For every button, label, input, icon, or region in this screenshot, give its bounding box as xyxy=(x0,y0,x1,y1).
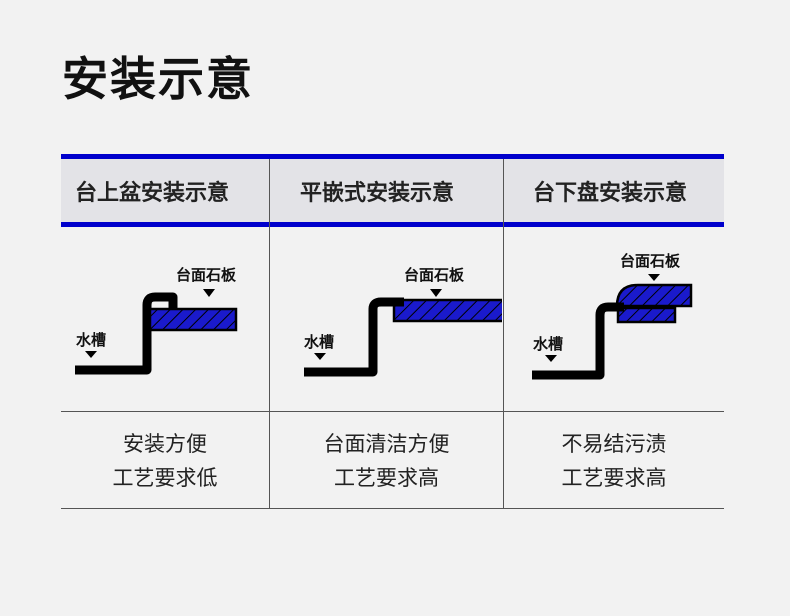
label-countertop: 台面石板 xyxy=(620,252,681,270)
desc-top-mount: 安装方便 工艺要求低 xyxy=(61,412,269,509)
sink-profile xyxy=(75,292,178,375)
arrow-countertop xyxy=(648,274,660,281)
table-bottom-line xyxy=(61,508,724,509)
countertop-stone xyxy=(148,307,238,332)
table-top-bar xyxy=(61,154,724,159)
label-sink: 水槽 xyxy=(76,331,106,349)
desc-line: 工艺要求高 xyxy=(561,465,667,490)
label-countertop: 台面石板 xyxy=(404,266,465,284)
desc-line: 不易结污渍 xyxy=(561,431,667,456)
sink-profile xyxy=(304,297,404,377)
table-header-bar xyxy=(61,222,724,227)
diagram-undermount: 台面石板 水槽 xyxy=(504,227,734,411)
header-undermount: 台下盘安装示意 xyxy=(533,180,688,206)
countertop-lower-layer xyxy=(616,306,677,324)
column-divider xyxy=(503,159,504,509)
countertop-stone xyxy=(615,283,693,308)
diagram-flush-mount: 台面石板 水槽 xyxy=(270,227,502,411)
desc-line: 工艺要求高 xyxy=(334,465,439,490)
diagram-top-mount: 台面石板 水槽 xyxy=(61,227,291,411)
sink-profile xyxy=(532,302,624,380)
header-top-mount: 台上盆安装示意 xyxy=(75,180,230,206)
label-countertop: 台面石板 xyxy=(176,266,237,284)
countertop-stone xyxy=(392,298,502,323)
desc-line: 安装方便 xyxy=(123,431,207,456)
installation-table: 台上盆安装示意 平嵌式安装示意 台下盘安装示意 台面石板 水槽 xyxy=(61,154,724,509)
desc-undermount: 不易结污渍 工艺要求高 xyxy=(504,412,724,509)
table-header-row xyxy=(61,159,724,222)
desc-line: 工艺要求低 xyxy=(112,465,218,490)
arrow-countertop xyxy=(430,289,442,297)
column-divider xyxy=(269,159,270,509)
arrow-countertop xyxy=(203,289,215,297)
desc-line: 台面清洁方便 xyxy=(323,431,450,456)
desc-flush-mount: 台面清洁方便 工艺要求高 xyxy=(270,412,503,509)
row-divider xyxy=(61,411,724,412)
arrow-sink xyxy=(545,355,557,362)
page-title: 安装示意 xyxy=(62,52,254,106)
arrow-sink xyxy=(314,353,326,360)
label-sink: 水槽 xyxy=(304,333,334,351)
arrow-sink xyxy=(85,351,97,358)
label-sink: 水槽 xyxy=(533,335,563,353)
header-flush-mount: 平嵌式安装示意 xyxy=(300,180,455,206)
